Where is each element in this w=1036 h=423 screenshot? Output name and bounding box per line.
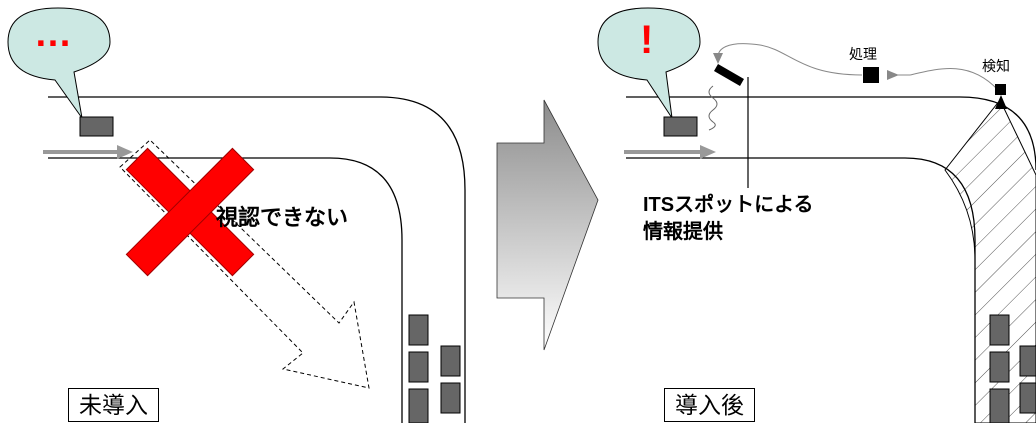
detector-pointer (995, 95, 1007, 109)
right-panel (597, 7, 1036, 423)
right-mode-label: 導入後 (664, 388, 755, 422)
processor-to-antenna-line (717, 43, 863, 76)
left-road-outer-edge (48, 96, 466, 423)
right-direction-arrow (624, 145, 716, 159)
right-road-inner-edge (626, 157, 976, 423)
right-parked-cars (989, 314, 1036, 423)
right-bubble-text: ! (640, 18, 654, 62)
processor-to-antenna-arrow (713, 53, 723, 64)
processor-icon (863, 67, 879, 83)
left-speech-bubble (7, 7, 111, 119)
detection-zone (944, 99, 1036, 423)
obstruction-label: 視認できない (216, 205, 349, 230)
left-car (79, 116, 114, 137)
right-road-outer-edge (626, 96, 1036, 171)
signal-wave (708, 85, 718, 131)
detector-to-processor-line (909, 67, 999, 91)
right-car (663, 116, 698, 137)
transition-arrow (496, 99, 599, 351)
left-cross-icon (125, 147, 255, 277)
left-bubble-text: … (34, 13, 72, 55)
processing-label: 処理 (849, 46, 877, 62)
left-road-inner-edge (48, 157, 403, 423)
left-direction-arrow (43, 145, 133, 159)
left-sight-line-arrow (119, 139, 370, 389)
detector-to-processor-arrow (887, 70, 899, 80)
its-spot-antenna (714, 64, 749, 188)
left-panel (7, 7, 466, 423)
service-label-line2: 情報提供 (643, 221, 723, 243)
right-speech-bubble (597, 7, 701, 119)
service-label-line1: ITSスポットによる (643, 194, 814, 216)
detector-icon (995, 84, 1006, 95)
left-parked-cars (408, 314, 461, 423)
left-mode-label: 未導入 (68, 388, 159, 422)
detection-label: 検知 (982, 58, 1010, 74)
